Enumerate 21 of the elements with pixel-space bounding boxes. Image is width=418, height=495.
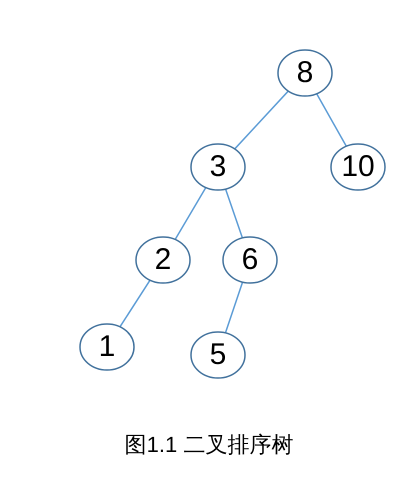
node-ellipse (277, 49, 333, 97)
node-ellipse (190, 143, 246, 191)
node-ellipse (79, 323, 135, 371)
tree-edge (234, 90, 289, 150)
node-number: 10 (340, 149, 376, 185)
caption: 图1.1 二叉排序树 (124, 431, 294, 459)
node-number: 1 (98, 329, 116, 365)
node-ellipse (135, 236, 191, 284)
tree-edge (224, 282, 244, 334)
node-number: 3 (208, 149, 228, 185)
tree-edge (174, 187, 206, 240)
node-number: 6 (240, 242, 260, 278)
node-ellipse (190, 331, 246, 379)
tree-edge (316, 93, 347, 147)
node-number: 2 (154, 242, 172, 278)
node-number: 8 (296, 55, 314, 91)
tree-edge (224, 188, 244, 238)
node-ellipse (222, 236, 278, 284)
tree-edge (119, 280, 151, 328)
node-ellipse (330, 143, 386, 191)
node-number: 5 (208, 337, 228, 373)
